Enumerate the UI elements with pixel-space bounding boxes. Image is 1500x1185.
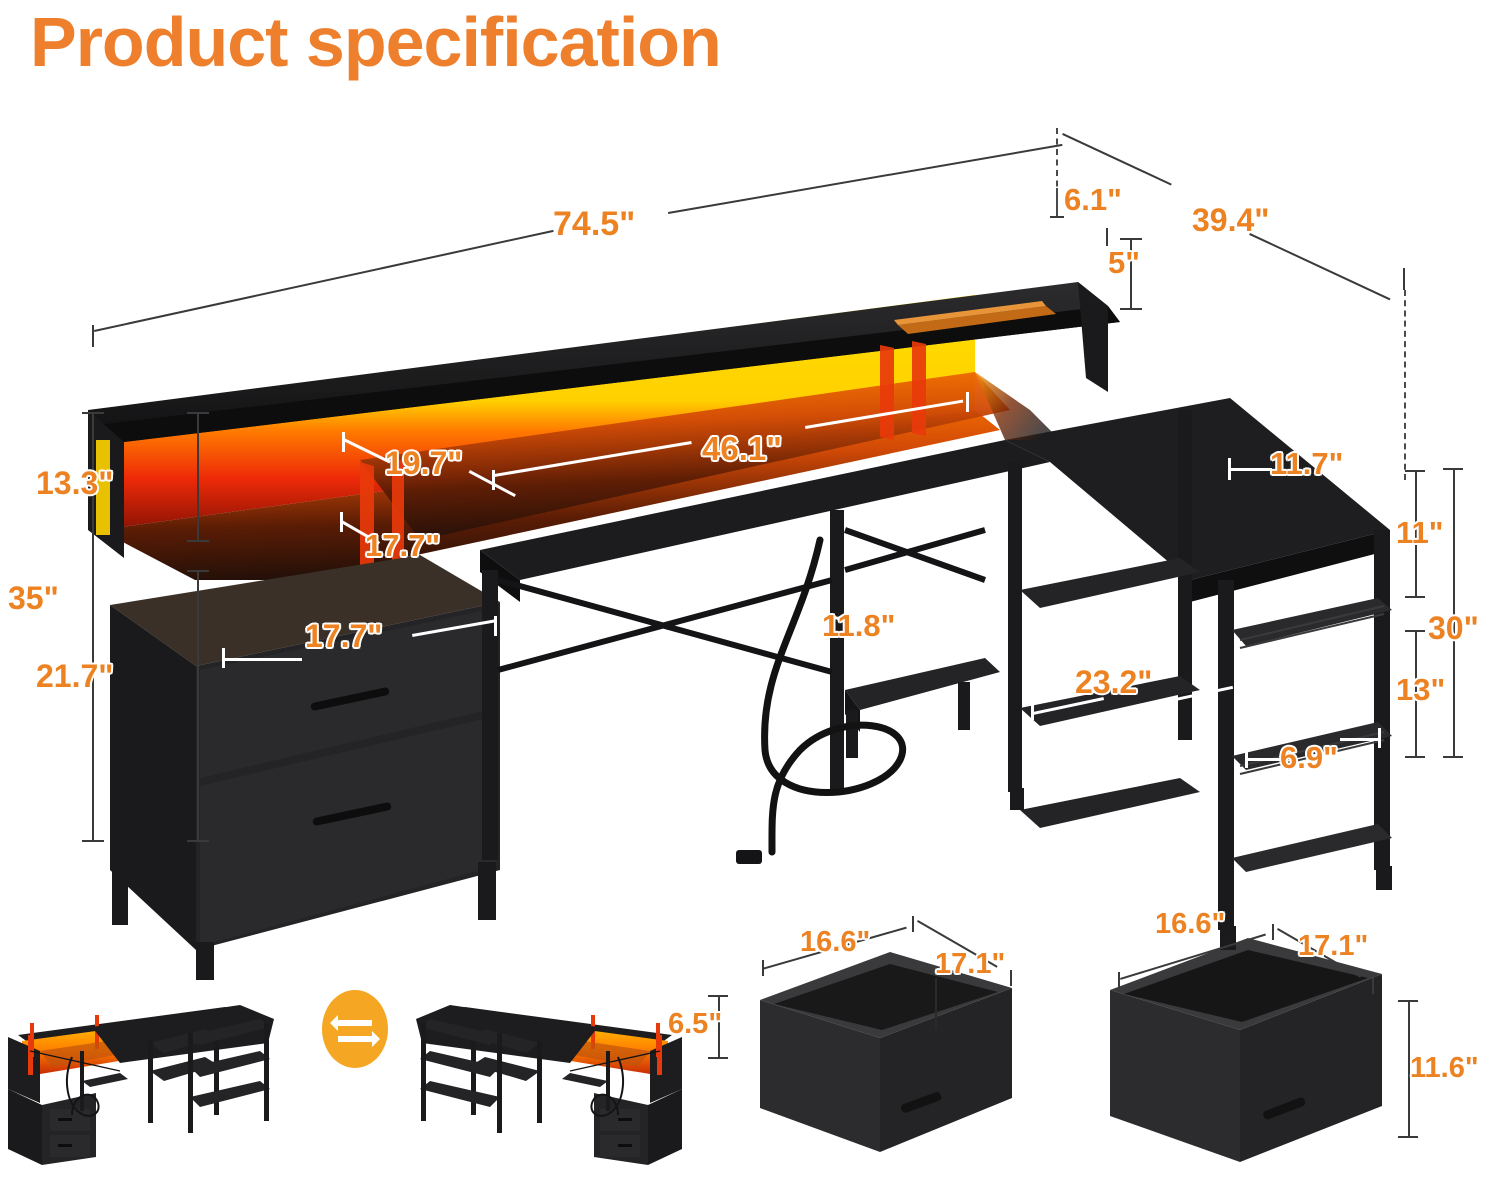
tower-foot-1 [1010, 788, 1024, 810]
dim-left-desktop-depth: 19.7" [385, 445, 463, 481]
dim-lower-shelf-depth: 23.2" [1075, 664, 1153, 700]
tower-post-front-left [1008, 462, 1022, 792]
dim-hutch-depth: 6.1" [1064, 182, 1122, 217]
dim-shelf-width: 6.9" [1280, 740, 1338, 775]
desktop-board-main [480, 440, 1050, 580]
desk-illustration [0, 110, 1500, 980]
power-cord [761, 536, 906, 856]
dim-shallow-drawer-width: 16.6" [800, 926, 871, 958]
variant-right-config[interactable] [370, 985, 690, 1178]
dim-cabinet-depth-upper: 17.7" [365, 528, 441, 563]
hutch-post-2 [392, 458, 404, 577]
drawer-2-handle [312, 802, 392, 826]
power-strip [898, 306, 1056, 334]
cabinet-leg-far [478, 862, 496, 920]
tower-shelf-low-left [1020, 778, 1200, 828]
tower-shelf-mid-left [1020, 676, 1200, 726]
dim-hutch-clearance: 5" [1108, 245, 1140, 280]
deep-drawer-illustration [1090, 912, 1430, 1180]
deep-drawer-handle [1263, 1097, 1306, 1120]
dim-cpu-stand-width: 11.8" [822, 608, 896, 643]
shelf-slat-2 [1239, 613, 1385, 649]
cabinet-side [110, 605, 196, 950]
tower-shelf-upper-left [1020, 558, 1200, 608]
deep-drawer-interior [1124, 950, 1368, 1022]
desk-crossbar-b [497, 577, 833, 675]
right-wing-top-edge [1190, 530, 1390, 602]
dim-shallow-drawer-height: 6.5" [668, 1008, 723, 1040]
dim-desktop-height: 21.7" [36, 658, 114, 694]
dim-left-wing-width: 74.5" [553, 205, 636, 243]
cabinet-top [110, 555, 500, 666]
desk-leg-mid [830, 510, 844, 790]
dim-shallow-drawer-depth: 17.1" [935, 948, 1006, 980]
reversible-arrows-icon [322, 990, 388, 1068]
shelf-slat-4 [1239, 739, 1385, 775]
corner-glow [975, 372, 1060, 440]
shelf-slat-1 [1239, 605, 1385, 641]
cabinet-leg-left [112, 865, 128, 925]
desk-crossbar-d [843, 527, 987, 583]
hutch-left-led-strip [96, 440, 110, 535]
tower-shelf-low-right [1232, 824, 1392, 872]
drawer-1-handle [310, 687, 390, 711]
dim-main-span: 46.1" [702, 430, 782, 467]
deep-drawer-left-face [1110, 990, 1240, 1162]
dim-tower-top-depth: 11.7" [1270, 446, 1344, 481]
dim-right-wing-width: 39.4" [1192, 202, 1270, 238]
hutch-right-end-panel [1078, 282, 1108, 392]
cpu-stand-shelf [845, 658, 1000, 710]
desk-leg-left [482, 570, 498, 860]
cabinet-leg-right [196, 942, 214, 980]
dim-deep-drawer-width: 16.6" [1155, 908, 1226, 940]
desk-surface-main [360, 372, 1010, 540]
tower-foot-2 [1220, 926, 1236, 950]
power-plug [736, 850, 762, 864]
drawer-box-interior [774, 964, 998, 1030]
hutch-top-edge [88, 306, 1120, 442]
reversible-variants [0, 985, 700, 1178]
hutch-post-3 [880, 345, 894, 440]
tower-foot-3 [1376, 866, 1392, 890]
cpu-stand-leg-2 [958, 682, 970, 730]
hutch-post-4 [912, 341, 926, 436]
cabinet-drawer-2 [200, 716, 496, 946]
desktop-board-edge [480, 550, 520, 602]
cabinet-drawer-1 [200, 608, 496, 778]
hutch-post-1 [360, 462, 374, 582]
dim-total-height: 35" [8, 580, 59, 616]
variant-left-config[interactable] [0, 985, 320, 1178]
dim-deep-drawer-height: 11.6" [1410, 1052, 1479, 1084]
tower-post-front-right [1218, 580, 1234, 930]
dim-cabinet-depth-lower: 17.7" [305, 618, 383, 654]
dim-deep-drawer-depth: 17.1" [1298, 930, 1369, 962]
desk-crossbar-c [844, 527, 986, 573]
power-strip-top [894, 301, 1046, 325]
shallow-drawer-illustration [740, 930, 1070, 1170]
drawer-box-right-face [880, 988, 1012, 1152]
dim-tower-height: 30" [1428, 610, 1479, 646]
drawer-box-left-face [760, 1000, 880, 1152]
dim-hutch-height: 13.3" [36, 465, 114, 501]
drawer-handle [901, 1092, 942, 1113]
dim-upper-shelf-height: 11" [1396, 515, 1444, 550]
page-title: Product specification [30, 3, 722, 81]
right-wing-top [1005, 398, 1390, 580]
dim-lower-shelf-height: 13" [1396, 672, 1446, 707]
